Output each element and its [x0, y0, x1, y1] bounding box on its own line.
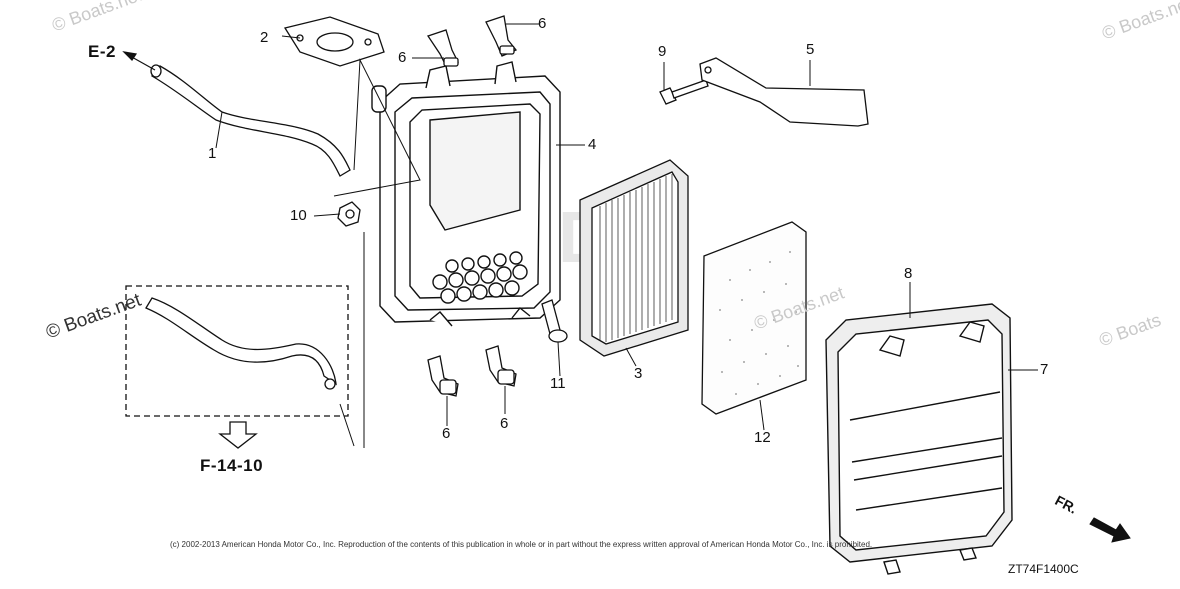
bolt-part-11 — [541, 299, 568, 343]
nut-part-10 — [337, 201, 361, 227]
bracket-part-5 — [699, 57, 869, 127]
clip-part-6-top-right — [485, 15, 518, 57]
clip-part-6-bottom-left — [427, 355, 459, 397]
reference-box-f1410 — [125, 285, 349, 417]
callout-3: 3 — [634, 365, 643, 382]
filter-element-part-3 — [579, 159, 689, 357]
copyright-notice: (c) 2002-2013 American Honda Motor Co., … — [170, 540, 873, 549]
front-arrow-icon — [1089, 517, 1131, 543]
bolt-part-9 — [659, 79, 709, 105]
diagram-code: ZT74F1400C — [1008, 562, 1079, 576]
clip-part-6-top-left — [426, 29, 459, 67]
callout-6-top-right: 6 — [538, 15, 547, 32]
air-cleaner-case-part-4 — [371, 61, 561, 327]
pre-filter-part-12 — [701, 221, 807, 415]
down-arrow-icon — [218, 421, 258, 449]
callout-8: 8 — [904, 265, 913, 282]
callout-6-bottom-left: 6 — [442, 425, 451, 442]
callout-1: 1 — [208, 145, 217, 162]
gasket-part-2 — [283, 16, 385, 67]
callout-11: 11 — [550, 375, 566, 392]
clip-part-6-bottom-right — [485, 345, 517, 387]
callout-7: 7 — [1040, 361, 1049, 378]
callout-9: 9 — [658, 43, 667, 60]
callout-6-top-left: 6 — [398, 49, 407, 66]
callout-12: 12 — [754, 429, 771, 446]
e2-arrow — [122, 51, 156, 71]
breather-tube-part-1 — [150, 64, 351, 177]
leader-lines — [215, 23, 1038, 448]
callout-5: 5 — [806, 41, 815, 58]
callout-6-bottom-right: 6 — [500, 415, 509, 432]
reference-e2: E-2 — [88, 42, 116, 61]
callout-10: 10 — [290, 207, 307, 224]
reference-f1410: F-14-10 — [200, 456, 264, 475]
callout-4: 4 — [588, 136, 597, 153]
air-cleaner-cover-part-7 — [825, 303, 1013, 575]
callout-2: 2 — [260, 29, 269, 46]
